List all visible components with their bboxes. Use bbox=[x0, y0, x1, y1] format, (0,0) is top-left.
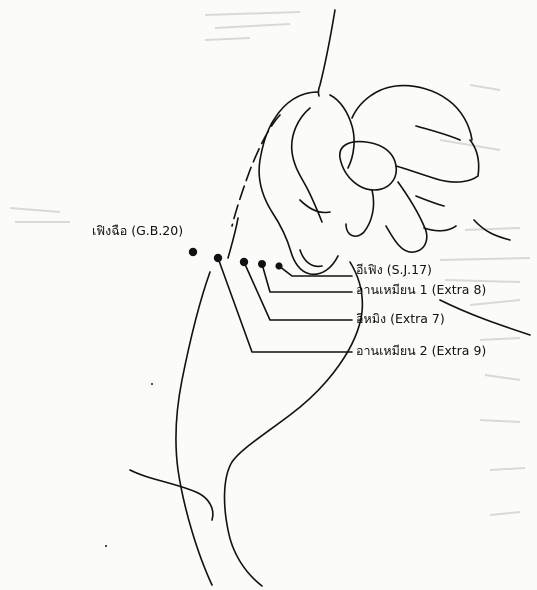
ear-lobe bbox=[300, 250, 322, 266]
point-yiming bbox=[240, 258, 248, 266]
jaw-to-edge-line bbox=[440, 300, 530, 335]
label-yiming: อีหมิง (Extra 7) bbox=[356, 313, 445, 326]
ear-inner-fold bbox=[292, 108, 322, 222]
leader-yiming bbox=[244, 262, 352, 320]
neck-back-line bbox=[176, 272, 212, 585]
thumb-outline bbox=[352, 86, 472, 140]
shoulder-line bbox=[130, 470, 213, 520]
ear-antihelix bbox=[300, 95, 354, 213]
leader-anmian1 bbox=[262, 264, 352, 292]
label-fengchi: เฟิงฉือ (G.B.20) bbox=[92, 225, 183, 238]
bleed-through-marks bbox=[10, 12, 530, 515]
point-yifeng bbox=[275, 262, 282, 269]
stray-marks bbox=[105, 383, 153, 547]
point-anmian2 bbox=[214, 254, 222, 262]
label-anmian1: อานเหมียน 1 (Extra 8) bbox=[356, 284, 486, 297]
point-anmian1 bbox=[258, 260, 266, 268]
back-contour-line bbox=[318, 10, 335, 96]
acupoint-markers bbox=[189, 248, 283, 270]
neck-front-line bbox=[225, 262, 363, 586]
label-anmian2: อานเหมียน 2 (Extra 9) bbox=[356, 345, 486, 358]
point-fengchi bbox=[189, 248, 197, 256]
label-yifeng: อีเฟิง (S.J.17) bbox=[356, 264, 432, 277]
leader-anmian2 bbox=[218, 258, 352, 352]
ear-outline bbox=[259, 92, 338, 274]
hand-crease bbox=[416, 196, 444, 206]
head-contour-dashed bbox=[232, 115, 280, 226]
